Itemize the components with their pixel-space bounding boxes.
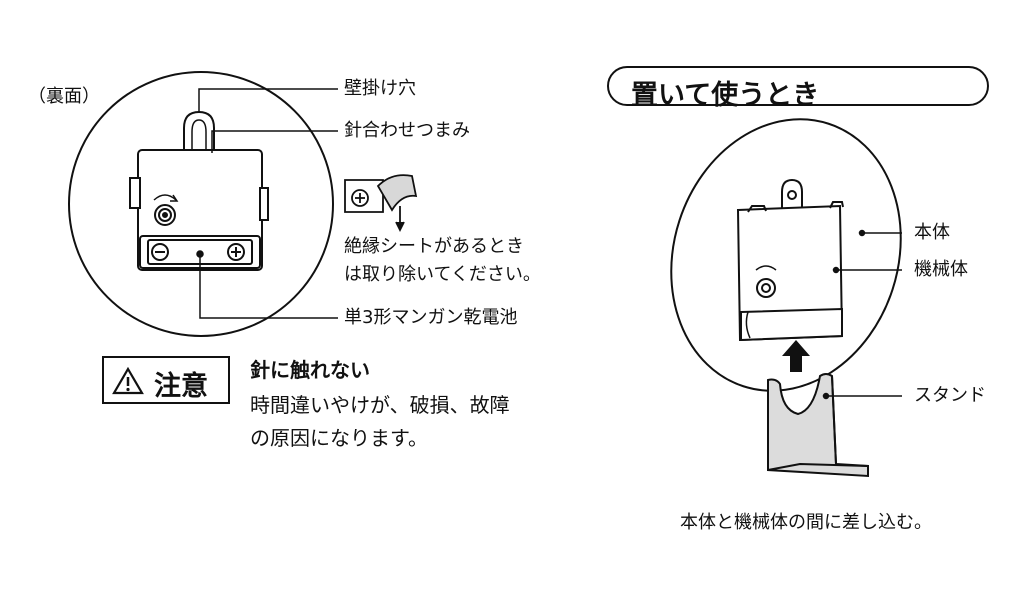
battery-label: 単3形マンガン乾電池: [344, 307, 518, 328]
left-leader-lines: [196, 88, 338, 319]
movement-label: 機械体: [914, 259, 968, 280]
stand-caption: 本体と機械体の間に差し込む。: [680, 512, 932, 533]
section-title: 置いて使うとき: [631, 80, 820, 111]
stand-label: スタンド: [914, 385, 986, 406]
back-side-label: （裏面）: [28, 86, 100, 107]
body-label: 本体: [914, 222, 950, 243]
caution-body-line1: 時間違いやけが、破損、故障: [250, 393, 510, 417]
insert-arrow: [782, 340, 810, 372]
clock-back-circle: [68, 71, 334, 337]
hanging-hole-label: 壁掛け穴: [344, 78, 416, 99]
caution-body-line2: の原因になります。: [250, 426, 428, 450]
stand-illustration: [670, 118, 902, 478]
insulation-note-line1: 絶縁シートがあるとき: [344, 236, 524, 257]
caution-word: 注意: [154, 371, 208, 402]
clock-back-illustration: [68, 71, 334, 337]
section-title-pill: 置いて使うとき: [607, 66, 989, 111]
insulation-sheet: [376, 174, 418, 212]
insulation-note-line2: は取り除いてください。: [344, 264, 541, 285]
time-knob-label: 針合わせつまみ: [344, 120, 470, 141]
right-leader-lines: [822, 229, 902, 400]
hanging-hole-loop: [183, 110, 215, 152]
warning-icon: [112, 367, 144, 395]
insulation-sheet-detail: [344, 174, 418, 233]
caution-heading: 針に触れない: [250, 358, 370, 382]
stand: [767, 373, 869, 478]
caution-badge: 注意: [102, 356, 230, 404]
